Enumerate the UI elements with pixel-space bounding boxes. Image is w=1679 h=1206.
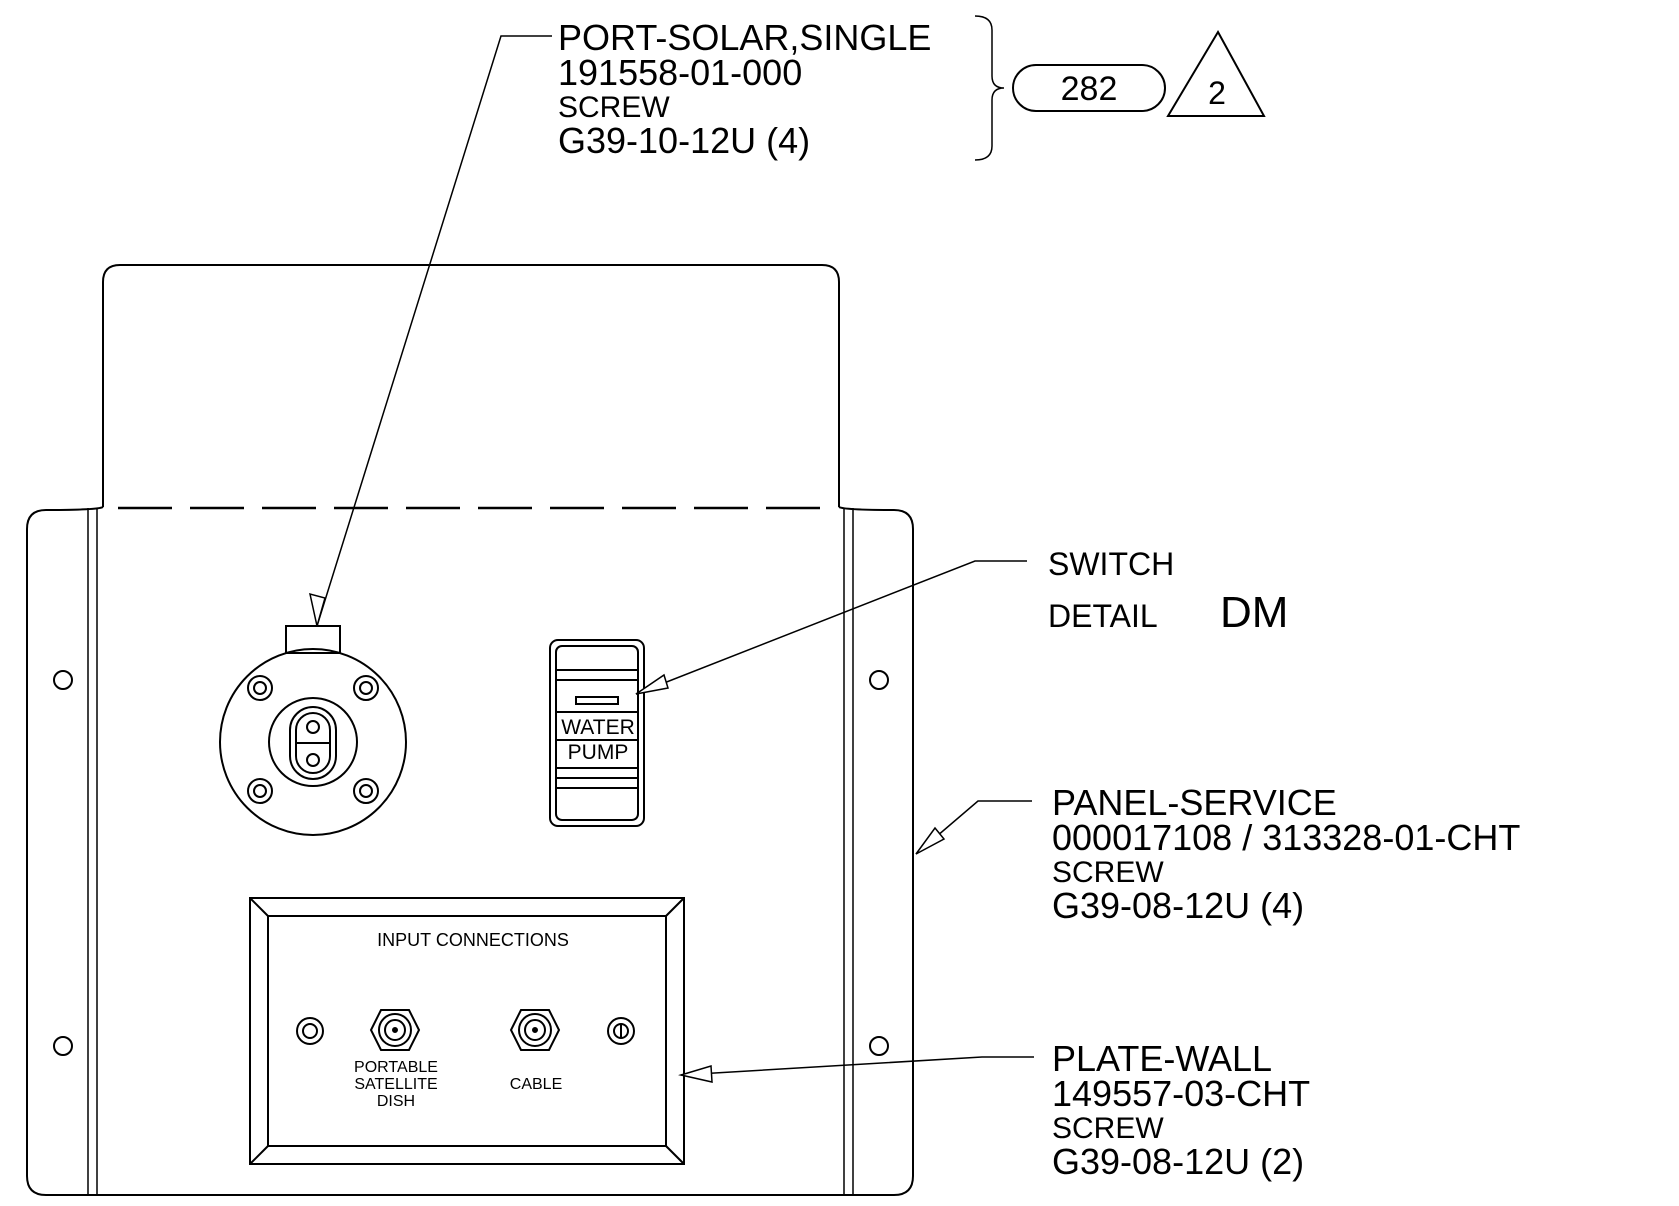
cable-jack-ring xyxy=(524,1019,546,1041)
switch-label-pump: PUMP xyxy=(568,741,629,764)
cable-jack-pin xyxy=(532,1027,538,1033)
satellite-jack-nut[interactable] xyxy=(369,1009,421,1051)
wall-plate-screw xyxy=(296,1017,324,1045)
solar-port xyxy=(219,625,407,836)
solar-port-pin xyxy=(306,753,320,767)
plate-wall-hardware-label: SCREW xyxy=(1052,1112,1164,1145)
arrowhead-port-solar xyxy=(309,592,326,627)
solar-port-screw xyxy=(353,675,379,701)
switch-label-water: WATER xyxy=(561,716,635,739)
cable-jack-nut[interactable] xyxy=(509,1009,561,1051)
panel-body-outline xyxy=(26,506,914,1196)
arrowhead-panel-service xyxy=(915,826,946,855)
solar-port-screw xyxy=(253,784,267,798)
mounting-hole xyxy=(53,670,73,690)
satellite-jack-pin xyxy=(392,1027,398,1033)
leader-port-solar xyxy=(316,35,552,627)
solar-port-screw xyxy=(359,681,373,695)
wall-plate-screw xyxy=(302,1023,318,1039)
satellite-jack-ring xyxy=(378,1013,412,1047)
wall-plate-bevel xyxy=(249,1145,269,1165)
leader-switch xyxy=(635,560,1027,695)
water-pump-switch[interactable] xyxy=(549,639,645,827)
satellite-jack-label: PORTABLE xyxy=(354,1059,438,1076)
satellite-jack-ring xyxy=(384,1019,406,1041)
switch-detail-label: DETAIL xyxy=(1048,598,1158,634)
arrowhead-switch xyxy=(635,673,669,695)
solar-port-screw xyxy=(353,778,379,804)
switch-detail-id: DM xyxy=(1220,588,1288,637)
port-solar-hardware-number: G39-10-12U (4) xyxy=(558,120,810,161)
solar-port-screw xyxy=(359,784,373,798)
solar-port-flange xyxy=(219,648,407,836)
item-balloon-number: 282 xyxy=(1061,70,1118,108)
wall-plate-bevel xyxy=(665,1145,685,1165)
panel-service-part-number: 000017108 / 313328-01-CHT xyxy=(1052,817,1520,858)
panel-service-part-name: PANEL-SERVICE xyxy=(1052,782,1337,823)
solar-port-socket xyxy=(289,706,337,780)
cable-jack-label: CABLE xyxy=(510,1076,562,1093)
mounting-hole xyxy=(869,1036,889,1056)
switch-bezel-outer xyxy=(549,639,645,827)
port-solar-hardware-label: SCREW xyxy=(558,91,670,124)
plate-wall-part-name: PLATE-WALL xyxy=(1052,1038,1272,1079)
wall-plate-title: INPUT CONNECTIONS xyxy=(377,930,569,950)
port-solar-part-number: 191558-01-000 xyxy=(558,52,802,93)
wall-plate-inner xyxy=(267,915,667,1147)
panel-top-flap xyxy=(102,264,840,507)
callout-panel-service: PANEL-SERVICE 000017108 / 313328-01-CHT … xyxy=(1052,782,1520,926)
leader-panel-service xyxy=(915,800,1032,855)
solar-port-screw xyxy=(247,778,273,804)
solar-port-socket-ring xyxy=(268,697,358,787)
panel-service-hardware-label: SCREW xyxy=(1052,856,1164,889)
callout-port-solar: PORT-SOLAR,SINGLE 191558-01-000 SCREW G3… xyxy=(558,15,1266,161)
solar-port-screw xyxy=(247,675,273,701)
grouping-brace xyxy=(974,15,1005,161)
panel-service-hardware-number: G39-08-12U (4) xyxy=(1052,885,1304,926)
wall-plate xyxy=(249,897,685,1165)
leader-plate-wall xyxy=(680,1056,1034,1076)
cable-jack-ring xyxy=(518,1013,552,1047)
plate-wall-hardware-number: G39-08-12U (2) xyxy=(1052,1141,1304,1182)
solar-port-pin xyxy=(306,720,320,734)
leader-lines xyxy=(309,35,1034,1083)
arrowhead-plate-wall xyxy=(678,1065,713,1083)
solar-port-screw xyxy=(253,681,267,695)
callout-switch: SWITCH DETAIL DM xyxy=(1048,546,1288,637)
revision-number: 2 xyxy=(1208,75,1226,111)
item-balloon xyxy=(1012,64,1166,112)
satellite-jack-label: SATELLITE xyxy=(354,1076,437,1093)
revision-triangle xyxy=(1166,29,1266,117)
mounting-hole xyxy=(869,670,889,690)
wall-plate-bevel xyxy=(665,897,685,917)
callout-plate-wall: PLATE-WALL 149557-03-CHT SCREW G39-08-12… xyxy=(1052,1038,1310,1182)
switch-part-name: SWITCH xyxy=(1048,546,1174,582)
solar-port-tab xyxy=(285,625,341,654)
switch-indicator xyxy=(575,696,619,705)
wall-plate-screw xyxy=(607,1017,635,1045)
wall-plate-outer xyxy=(249,897,685,1165)
satellite-jack-label: DISH xyxy=(377,1093,415,1110)
wall-plate-bevel xyxy=(249,897,269,917)
mounting-hole xyxy=(53,1036,73,1056)
service-panel xyxy=(26,264,914,1196)
plate-wall-part-number: 149557-03-CHT xyxy=(1052,1073,1310,1114)
port-solar-part-name: PORT-SOLAR,SINGLE xyxy=(558,17,931,58)
